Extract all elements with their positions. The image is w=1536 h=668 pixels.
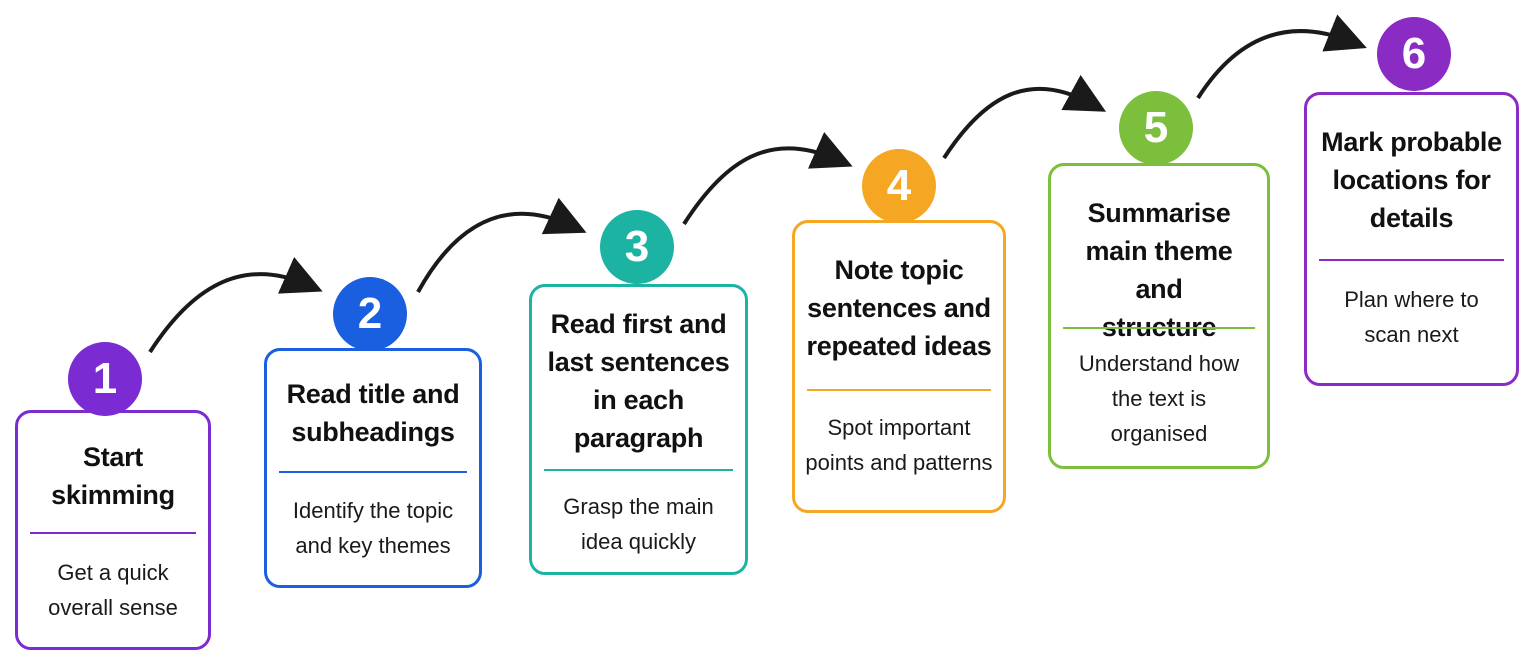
step-title: Summarise main theme and structure bbox=[1085, 198, 1233, 342]
step-card: Read title and subheadings Identify the … bbox=[264, 348, 482, 588]
step-title: Note topic sentences and repeated ideas bbox=[806, 255, 992, 361]
divider bbox=[1063, 327, 1255, 329]
step-card: Read first and last sentences in each pa… bbox=[529, 284, 748, 575]
arrow-5-to-6 bbox=[1196, 14, 1367, 100]
step-title: Read title and subheadings bbox=[286, 379, 460, 447]
step-title: Read first and last sentences in each pa… bbox=[547, 309, 730, 453]
arrow-2-to-3 bbox=[416, 197, 587, 293]
divider bbox=[279, 471, 467, 473]
step-card: Mark probable locations for details Plan… bbox=[1304, 92, 1519, 386]
step-description: Plan where to scan next bbox=[1344, 287, 1479, 347]
step-number-badge: 3 bbox=[600, 210, 674, 284]
step-number-badge: 1 bbox=[68, 342, 142, 416]
arrow-3-to-4 bbox=[682, 132, 853, 226]
step-card: Note topic sentences and repeated ideas … bbox=[792, 220, 1006, 513]
step-number-badge: 5 bbox=[1119, 91, 1193, 165]
step-description: Grasp the main idea quickly bbox=[563, 494, 714, 554]
divider bbox=[807, 389, 991, 391]
step-description: Spot important points and patterns bbox=[805, 415, 993, 475]
arrow-4-to-5 bbox=[942, 74, 1107, 160]
divider bbox=[544, 469, 733, 471]
step-card: Summarise main theme and structure Under… bbox=[1048, 163, 1270, 469]
divider bbox=[1319, 259, 1504, 261]
step-number-badge: 6 bbox=[1377, 17, 1451, 91]
step-description: Understand how the text is organised bbox=[1078, 351, 1240, 446]
arrow-1-to-2 bbox=[148, 257, 323, 354]
step-description: Identify the topic and key themes bbox=[292, 498, 454, 558]
step-number-badge: 2 bbox=[333, 277, 407, 351]
step-title: Start skimming bbox=[51, 442, 175, 510]
step-card: Start skimming Get a quick overall sense bbox=[15, 410, 211, 650]
step-number-badge: 4 bbox=[862, 149, 936, 223]
step-title: Mark probable locations for details bbox=[1321, 127, 1502, 233]
step-description: Get a quick overall sense bbox=[48, 560, 178, 620]
divider bbox=[30, 532, 196, 534]
